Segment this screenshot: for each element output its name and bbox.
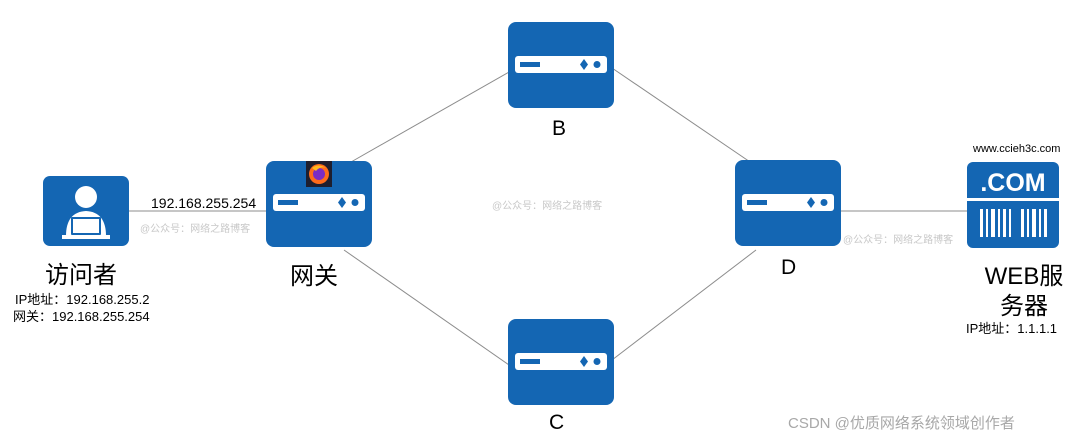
server-label-line1: WEB服 xyxy=(984,263,1064,290)
server-icon-text: .COM xyxy=(980,169,1045,197)
gateway-label: 网关 xyxy=(290,263,338,290)
b-label: B xyxy=(552,117,567,140)
links xyxy=(128,67,968,366)
server-label-line2: 务器 xyxy=(1000,293,1048,320)
visitor-gateway: 网关：192.168.255.254 xyxy=(13,309,150,324)
firefox-icon xyxy=(306,161,332,187)
web-server-icon: .COM xyxy=(967,162,1059,248)
b-router-icon xyxy=(508,22,614,108)
c-label: C xyxy=(549,411,565,434)
visitor-label: 访问者 xyxy=(45,262,117,289)
user-at-laptop-icon xyxy=(43,176,129,246)
watermark: @公众号：网络之路博客 xyxy=(140,224,251,235)
d-router-icon xyxy=(735,160,841,246)
server-ip: IP地址：1.1.1.1 xyxy=(966,321,1058,336)
watermark: @公众号：网络之路博客 xyxy=(492,201,603,212)
link-b-d xyxy=(611,67,757,167)
watermark: @公众号：网络之路博客 xyxy=(843,235,954,246)
link-gateway-c xyxy=(343,249,510,366)
csdn-credit: CSDN @优质网络系统领域创作者 xyxy=(788,415,1015,432)
d-label: D xyxy=(781,256,797,279)
gateway-router-icon xyxy=(266,161,372,247)
server-domain: www.ccieh3c.com xyxy=(973,143,1061,155)
link-c-d xyxy=(611,249,757,361)
gateway-interface-ip: 192.168.255.254 xyxy=(151,195,257,211)
link-gateway-b xyxy=(343,71,510,167)
visitor-ip: IP地址：192.168.255.2 xyxy=(15,292,150,307)
c-router-icon xyxy=(508,319,614,405)
